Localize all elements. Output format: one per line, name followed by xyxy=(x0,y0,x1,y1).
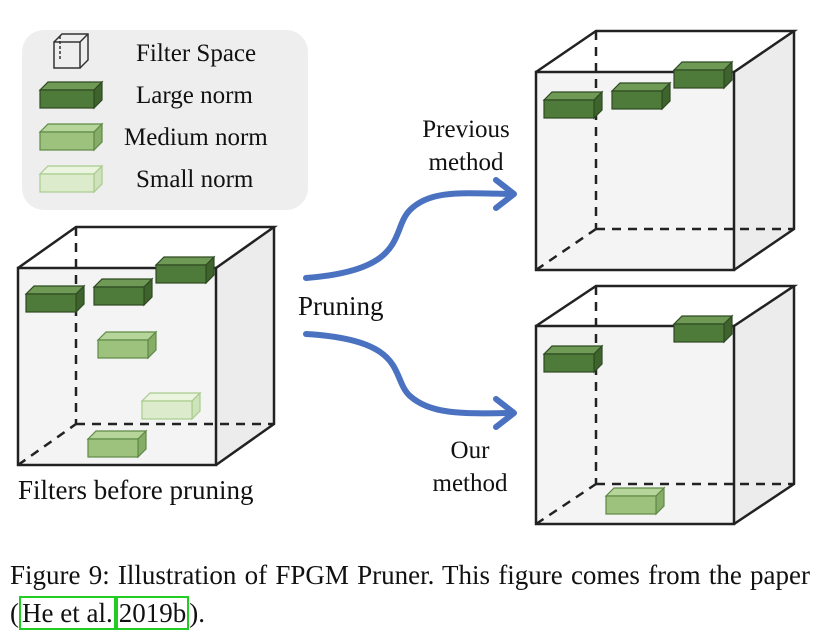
prev-filter-large-2 xyxy=(610,81,672,111)
filter-large-2 xyxy=(92,277,154,307)
citation-author-link[interactable]: He et al. xyxy=(19,596,116,630)
previous-method-label-line2: method xyxy=(429,149,504,176)
legend-small-norm-label: Small norm xyxy=(136,166,254,193)
large-norm-icon xyxy=(38,80,104,110)
our-filter-large-1 xyxy=(542,344,604,374)
our-filter-large-2 xyxy=(672,314,734,344)
filters-before-pruning-label: Filters before pruning xyxy=(18,475,253,505)
medium-norm-icon xyxy=(38,122,104,152)
filter-large-3 xyxy=(154,255,216,285)
cube-previous-method xyxy=(534,29,799,272)
caption-text: Figure 9: Illustration of FPGM Pruner. T… xyxy=(10,560,810,628)
caption-suffix: ). xyxy=(189,598,205,628)
our-method-label-line1: Our xyxy=(451,437,491,464)
our-method-label-line2: method xyxy=(433,470,508,497)
legend: Filter Space Large norm Medium norm Smal… xyxy=(22,30,308,210)
legend-background xyxy=(22,30,308,210)
filter-medium-1 xyxy=(96,330,158,360)
prev-filter-large-1 xyxy=(542,90,604,120)
filter-large-1 xyxy=(24,284,86,314)
citation-year-link[interactable]: 2019b xyxy=(115,596,190,630)
fpgm-diagram: Filter Space Large norm Medium norm Smal… xyxy=(16,29,799,526)
legend-large-norm-label: Large norm xyxy=(136,82,253,109)
small-norm-icon xyxy=(38,164,104,194)
arrow-our-method xyxy=(303,331,517,430)
filter-medium-2 xyxy=(86,429,148,459)
prev-filter-large-3 xyxy=(672,60,734,90)
our-filter-medium-1 xyxy=(604,486,666,516)
figure-caption: Figure 9: Illustration of FPGM Pruner. T… xyxy=(10,556,810,632)
filter-space-icon xyxy=(53,33,89,69)
pruning-label: Pruning xyxy=(298,291,384,321)
legend-medium-norm-label: Medium norm xyxy=(124,124,268,151)
legend-filter-space-label: Filter Space xyxy=(136,40,256,67)
cube-our-method xyxy=(534,284,799,526)
filter-small-1 xyxy=(140,391,202,421)
arrow-previous-method xyxy=(303,177,517,281)
previous-method-label-line1: Previous xyxy=(422,116,510,143)
